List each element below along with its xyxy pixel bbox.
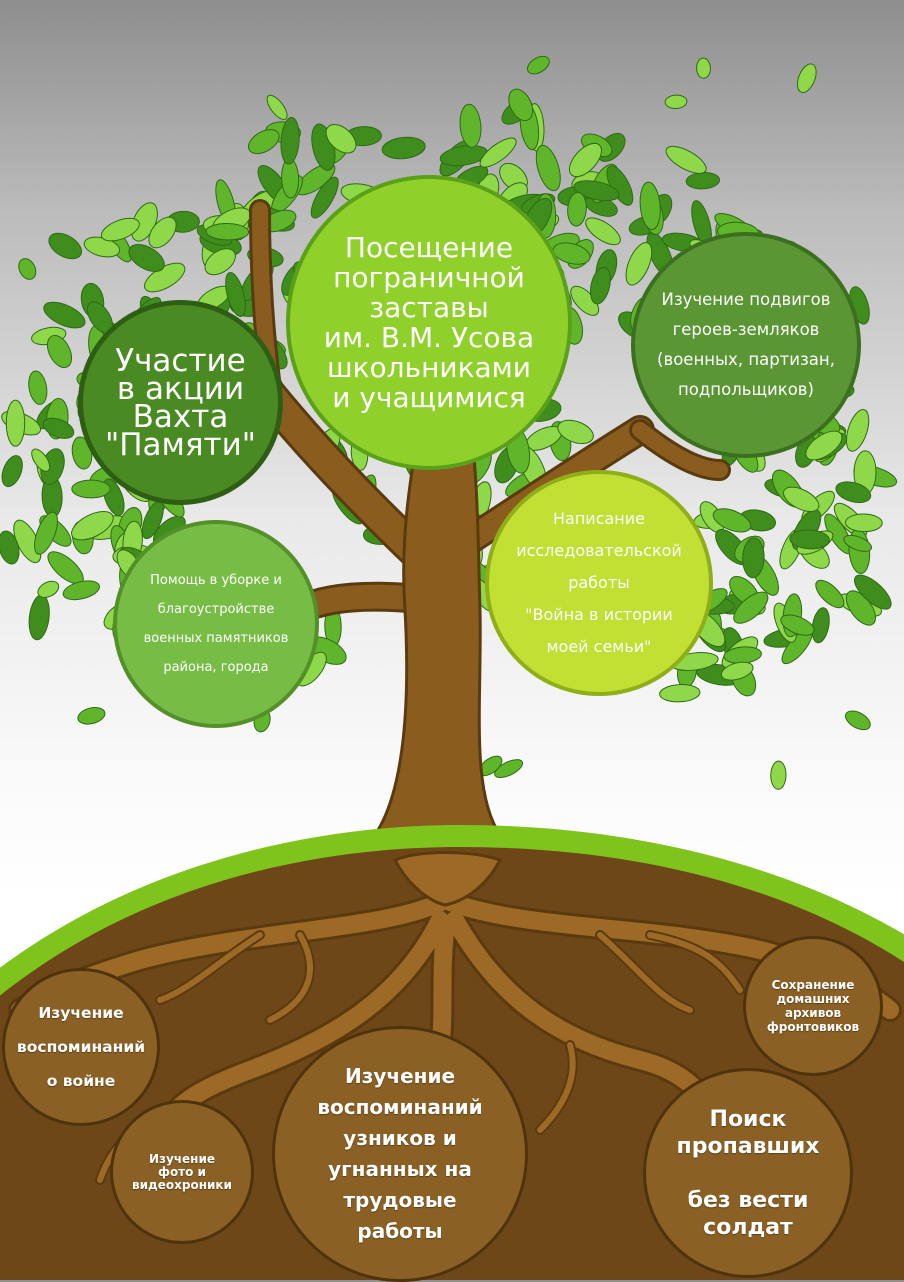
leaf xyxy=(535,144,561,192)
leaf xyxy=(625,242,653,286)
leaf xyxy=(34,511,58,555)
bubble-text-memory-watch: Участие в акции Вахта "Памяти" xyxy=(104,342,257,463)
leaf xyxy=(77,707,106,725)
bubble-missing-soldiers: Поиск пропавших без вести солдат xyxy=(643,1068,853,1278)
leaf xyxy=(204,248,236,276)
leaf xyxy=(266,94,288,120)
leaf xyxy=(42,417,75,439)
bubble-text-research-paper: Написание исследовательской работы "Войн… xyxy=(516,509,682,656)
leaf xyxy=(37,580,60,598)
leaf xyxy=(148,216,177,249)
leaf xyxy=(585,217,621,246)
leaf xyxy=(479,137,517,168)
leaf xyxy=(845,513,883,533)
leaf xyxy=(459,103,482,148)
leaf xyxy=(248,129,280,155)
leaf xyxy=(811,607,830,644)
leaf xyxy=(62,580,100,601)
bubble-war-memories: Изучение воспоминаний о войне xyxy=(2,968,160,1126)
leaf xyxy=(325,124,357,154)
leaf xyxy=(845,409,870,452)
leaf xyxy=(696,57,711,79)
leaf xyxy=(845,710,871,731)
leaf xyxy=(573,180,620,202)
bubble-memory-watch: Участие в акции Вахта "Памяти" xyxy=(78,300,283,505)
bubble-text-home-archives: Сохранение домашних архивов фронтовиков xyxy=(766,978,860,1034)
leaf xyxy=(854,574,892,610)
leaf xyxy=(665,145,707,174)
leaf xyxy=(494,759,524,779)
leaf xyxy=(770,760,787,790)
leaf xyxy=(733,591,769,624)
bubble-border-protection-visit: Посещение пограничной заставы им. В.М. У… xyxy=(286,175,572,470)
bubble-text-hero-deeds: Изучение подвигов героев-земляков (военн… xyxy=(657,290,835,399)
leaf xyxy=(18,258,37,280)
leaf xyxy=(569,142,602,178)
bubble-text-memorial-cleanup: Помощь в уборке и благоустройстве военны… xyxy=(143,573,289,675)
leaf xyxy=(796,63,817,94)
leaf xyxy=(639,181,661,231)
leaf xyxy=(381,136,426,160)
bubble-text-war-memories: Изучение воспоминаний о войне xyxy=(16,1004,146,1090)
leaf xyxy=(28,370,48,405)
leaf xyxy=(835,481,872,503)
leaf xyxy=(567,191,587,227)
bubble-home-archives: Сохранение домашних архивов фронтовиков xyxy=(743,936,883,1076)
leaf xyxy=(815,579,845,609)
leaf xyxy=(557,419,594,445)
leaf xyxy=(664,94,688,110)
leaf xyxy=(100,217,140,242)
bubble-memorial-cleanup: Помощь в уборке и благоустройстве военны… xyxy=(113,520,319,728)
bubble-text-border-protection-visit: Посещение пограничной заставы им. В.М. У… xyxy=(323,230,535,414)
leaf xyxy=(48,232,82,260)
bubble-prisoner-memories: Изучение воспоминаний узников и угнанных… xyxy=(272,1026,528,1282)
leaf xyxy=(508,88,534,122)
leaf xyxy=(46,334,73,369)
leaf xyxy=(71,479,111,499)
leaf xyxy=(526,55,550,75)
leaf xyxy=(5,399,26,447)
bubble-hero-deeds: Изучение подвигов героев-земляков (военн… xyxy=(631,232,861,458)
leaf xyxy=(783,486,820,513)
bubble-research-paper: Написание исследовательской работы "Войн… xyxy=(485,470,713,696)
leaf xyxy=(43,301,86,329)
leaf xyxy=(225,272,246,317)
tree-trunk xyxy=(372,418,503,837)
leaf xyxy=(685,172,721,190)
bubble-text-prisoner-memories: Изучение воспоминаний узников и угнанных… xyxy=(317,1064,483,1243)
leaf xyxy=(780,614,815,636)
leaf xyxy=(720,661,754,681)
leaf xyxy=(0,530,20,565)
leaf xyxy=(280,117,300,165)
leaf xyxy=(742,537,765,579)
leaf xyxy=(28,594,50,641)
leaf xyxy=(71,510,114,541)
trunk-base xyxy=(392,851,503,907)
leaf xyxy=(1,455,23,488)
bubble-photo-video: Изучение фото и видеохроники xyxy=(110,1100,254,1244)
bubble-text-photo-video: Изучение фото и видеохроники xyxy=(132,1151,232,1192)
leaf xyxy=(712,508,752,533)
leaf xyxy=(128,244,165,272)
leaf xyxy=(205,222,250,241)
leaf xyxy=(31,448,51,472)
leaf xyxy=(589,266,611,305)
leaf xyxy=(659,684,701,703)
leaf xyxy=(843,534,873,552)
bubble-text-missing-soldiers: Поиск пропавших без вести солдат xyxy=(676,1106,820,1240)
leaf xyxy=(789,529,830,550)
leaf xyxy=(310,176,339,219)
leaf xyxy=(805,430,843,461)
